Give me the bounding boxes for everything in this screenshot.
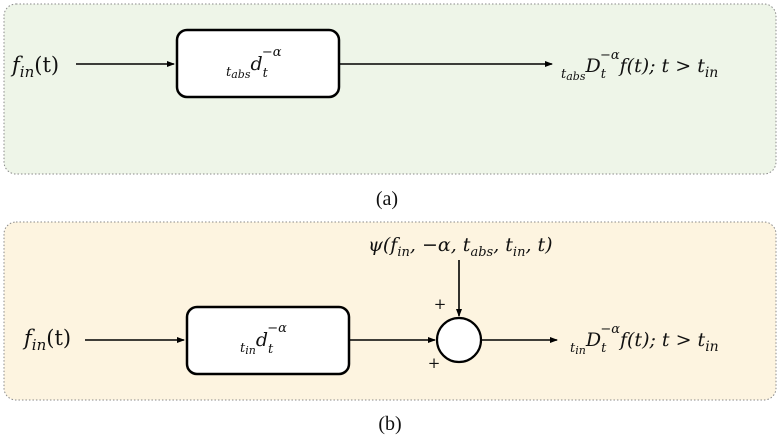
panel-a-input-label: fin(t) — [10, 53, 59, 81]
summing-sign-top: + — [434, 295, 447, 313]
summing-junction — [435, 316, 483, 364]
panel-b-operator-label: tindt−α — [240, 321, 287, 357]
panel-a-output-label: tabsDt−αf(t); t > tin — [561, 48, 718, 83]
panel-a-background — [3, 3, 777, 175]
panel-a-operator-label: tabsdt−α — [226, 45, 282, 81]
panel-b-caption: (b) — [378, 413, 401, 435]
panel-a-caption: (a) — [376, 188, 398, 210]
panel-b-input-label: fin(t) — [22, 326, 71, 354]
panel-a: fin(t) tabsdt−α tabsDt−αf(t); t > tin — [3, 3, 777, 175]
panel-b: ψ(fin, −α, tabs, tin, t) fin(t) tindt−α … — [3, 221, 777, 401]
summing-sign-bottom: + — [428, 354, 441, 372]
panel-b-output-label: tinDt−αf(t); t > tin — [570, 322, 719, 357]
psi-term-label: ψ(fin, −α, tabs, tin, t) — [368, 234, 553, 260]
